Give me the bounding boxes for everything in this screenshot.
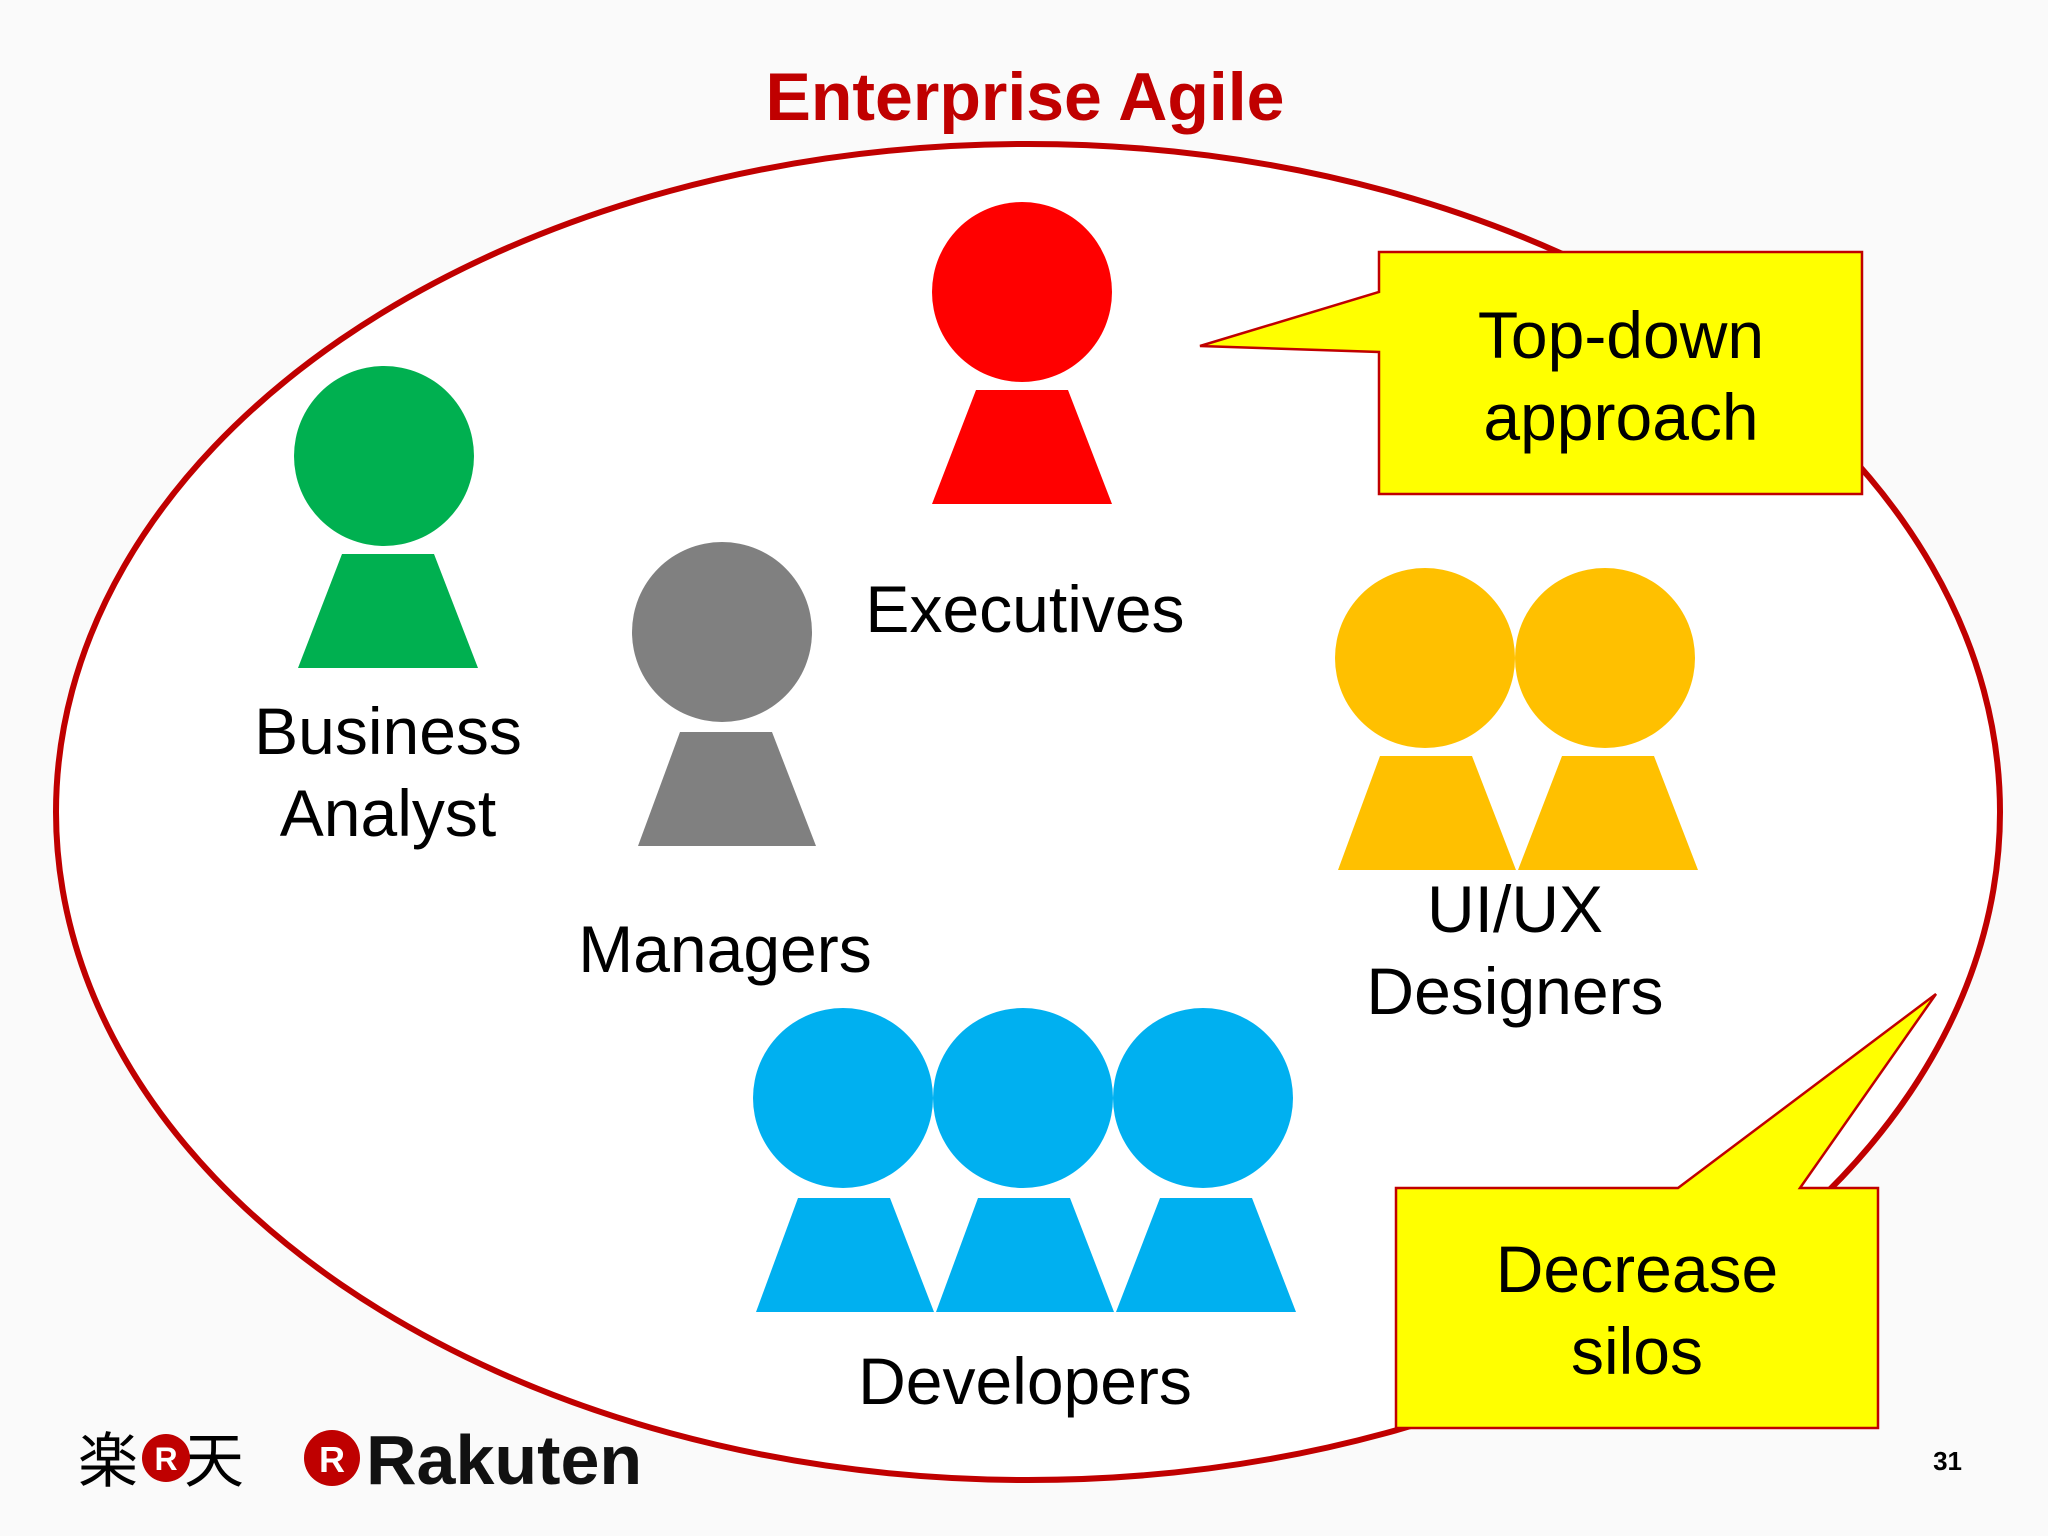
r-mark-letter: R bbox=[319, 1439, 345, 1480]
person-icon bbox=[1515, 568, 1698, 870]
ui-ux-designers-group: UI/UX Designers bbox=[1335, 568, 1698, 1028]
callout-decrease-silos-shape bbox=[1394, 993, 1938, 1430]
rakuten-wordmark-logo: R Rakuten bbox=[304, 1421, 642, 1499]
callout-decrease-silos: Decrease silos bbox=[1394, 993, 1938, 1430]
person-icon bbox=[1335, 568, 1516, 870]
r-mark-icon bbox=[142, 1434, 190, 1482]
page-number: 31 bbox=[1933, 1446, 1962, 1476]
rakuten-wordmark-text: Rakuten bbox=[366, 1421, 642, 1499]
callout-decrease-silos-line-1: Decrease bbox=[1496, 1232, 1778, 1306]
person-icon bbox=[1113, 1008, 1296, 1312]
slide-title: Enterprise Agile bbox=[766, 59, 1285, 135]
business-analyst-label-line-1: Business bbox=[254, 694, 522, 768]
business-analyst-label-line-2: Analyst bbox=[280, 776, 496, 850]
callout-top-down-line-1: Top-down bbox=[1478, 298, 1764, 372]
person-icon bbox=[932, 202, 1112, 504]
person-icon bbox=[933, 1008, 1114, 1312]
managers-group: Managers bbox=[578, 542, 872, 986]
developers-label: Developers bbox=[858, 1344, 1192, 1418]
executives-group: Executives bbox=[865, 202, 1185, 646]
callout-top-down-shape bbox=[1199, 250, 1864, 496]
r-mark-icon bbox=[304, 1430, 360, 1486]
person-icon bbox=[632, 542, 816, 846]
callout-decrease-silos-line-2: silos bbox=[1571, 1314, 1703, 1388]
executives-label: Executives bbox=[865, 572, 1184, 646]
callout-top-down: Top-down approach bbox=[1199, 250, 1864, 496]
business-analyst-group: Business Analyst bbox=[254, 366, 522, 850]
r-mark-letter: R bbox=[154, 1441, 177, 1477]
ui-ux-designers-label-line-1: UI/UX bbox=[1427, 872, 1603, 946]
callout-top-down-line-2: approach bbox=[1483, 380, 1758, 454]
person-icon bbox=[294, 366, 478, 668]
person-icon bbox=[753, 1008, 934, 1312]
rakuten-kanji-logo: 楽天 R bbox=[78, 1428, 244, 1495]
managers-label: Managers bbox=[578, 912, 872, 986]
developers-group: Developers bbox=[753, 1008, 1296, 1418]
ui-ux-designers-label-line-2: Designers bbox=[1366, 954, 1663, 1028]
